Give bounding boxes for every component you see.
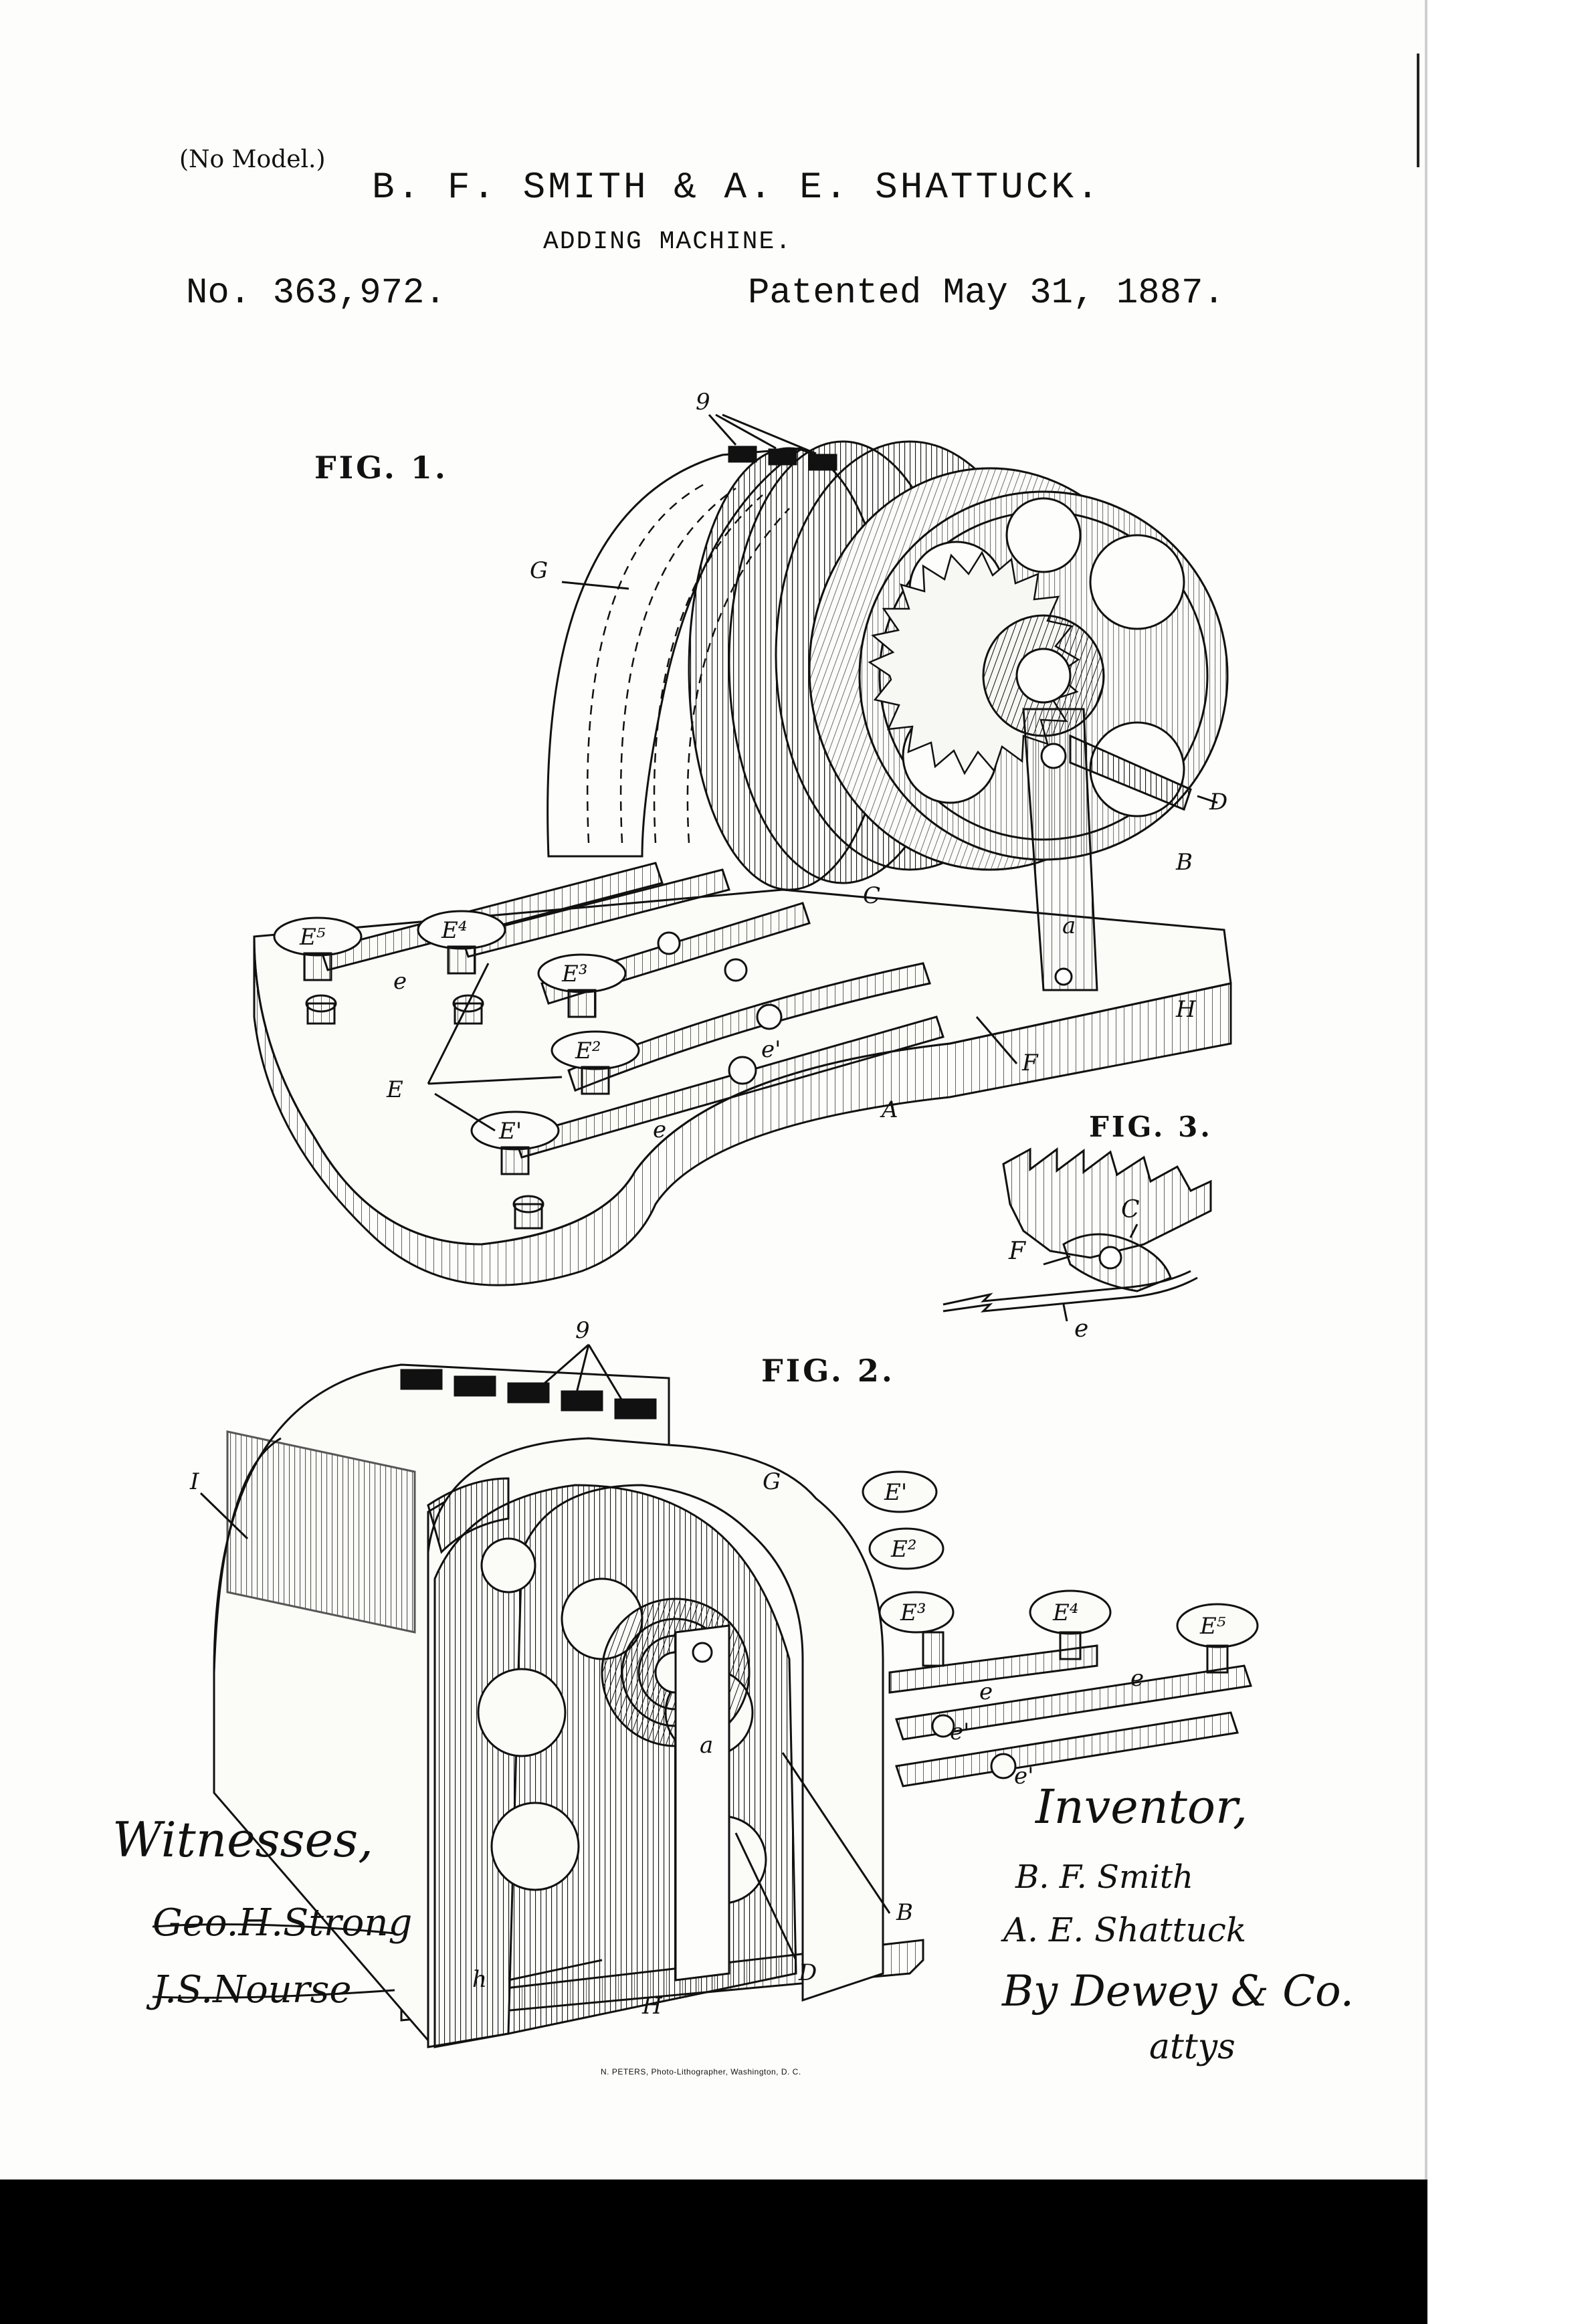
fig2-key-E5: E⁵ [1199,1613,1226,1640]
fig1-label-E: E [386,1076,403,1103]
fig1-key-caps [273,910,640,1175]
witness-signature-2: J.S.Nourse [153,1968,352,2012]
figure-3-labels: C F e [1008,1196,1140,1343]
fig2-label-e1: e [979,1678,993,1705]
edge-mark [1417,54,1419,167]
scan-bottom-border [0,2180,1427,2324]
fig2-label-G: G [763,1468,781,1495]
fig2-label-H: H [641,1993,663,2020]
page-edge [1425,0,1427,2181]
fig1-key-E5: E⁵ [299,924,326,951]
witnesses-heading: Witnesses, [112,1812,374,1868]
fig2-key-E2: E² [890,1536,916,1563]
attorney-signature: By Dewey & Co. [1002,1967,1354,2016]
fig1-label-a: a [1062,912,1076,939]
fig3-label-e: e [1074,1315,1088,1343]
fig2-caption: FIG. 2. [761,1353,895,1389]
fig1-label-D: D [1209,789,1227,815]
figure-2-labels: 9 G I B D H h a e e e' e' E' E² E³ E⁴ E⁵ [189,1317,1226,2020]
inventor-names: B. F. SMITH & A. E. SHATTUCK. [372,166,1102,209]
fig1-label-C: C [863,882,880,909]
fig1-label-H: H [1175,996,1197,1023]
fig1-label-A: A [880,1096,898,1123]
fig1-key-levers [320,862,944,1159]
fig1-label-F: F [1021,1050,1039,1076]
fig1-label-e1: e [393,968,407,995]
fig3-label-C: C [1121,1196,1140,1224]
fig1-label-eprime: e' [761,1036,781,1063]
fig2-key-levers [888,1644,1252,1787]
fig2-label-D: D [798,1959,817,1986]
patent-date: Patented May 31, 1887. [748,273,1225,314]
fig1-key-E1: E' [498,1118,522,1145]
attorneys-abbrev: attys [1149,2027,1235,2067]
fig2-key-E1: E' [884,1479,907,1506]
fig2-label-9: 9 [575,1317,590,1344]
fig2-key-E3: E³ [900,1600,926,1626]
figure-3-drawing [942,1147,1212,1322]
fig1-standard [1022,708,1098,991]
fig2-label-e2: e [1130,1665,1144,1692]
fig2-key-E4: E⁴ [1052,1600,1078,1626]
fig1-key-E3: E³ [561,961,587,987]
fig2-label-h: h [472,1966,487,1993]
fig2-label-I: I [189,1468,199,1495]
fig1-label-e2: e [653,1117,666,1143]
fig2-label-a: a [700,1732,713,1759]
figure-1-labels: 9 G D B H a A F C E e e e' E⁵ E⁴ E³ E² E… [299,389,1227,1145]
fig3-caption: FIG. 3. [1089,1110,1213,1143]
inventor-heading: Inventor, [1035,1779,1248,1834]
fig1-label-G: G [530,557,548,584]
no-model-note: (No Model.) [179,146,326,173]
fig1-key-E2: E² [575,1038,601,1064]
fig1-caption: FIG. 1. [314,450,448,486]
figure-2-drawing [199,1343,1259,2048]
fig2-label-eprime1: e' [950,1719,969,1745]
fig1-label-9: 9 [696,389,710,415]
patent-number: No. 363,972. [186,273,446,314]
inventor-signature-1: B. F. Smith [1015,1858,1194,1896]
fig2-key-caps [862,1470,1259,1674]
fig3-label-F: F [1008,1238,1027,1265]
printer-credit: N. PETERS, Photo-Lithographer, Washingto… [601,2067,801,2076]
figure-1-drawing [253,413,1232,1286]
invention-title: ADDING MACHINE. [543,227,793,256]
fig2-label-B: B [896,1899,913,1926]
witness-signature-1: Geo.H.Strong [153,1901,413,1945]
fig1-key-E4: E⁴ [441,917,467,944]
inventor-signature-2: A. E. Shattuck [1003,1911,1247,1949]
fig2-label-eprime2: e' [1014,1763,1033,1789]
fig1-label-B: B [1175,849,1193,876]
fig1-base-edge [253,936,1232,1286]
